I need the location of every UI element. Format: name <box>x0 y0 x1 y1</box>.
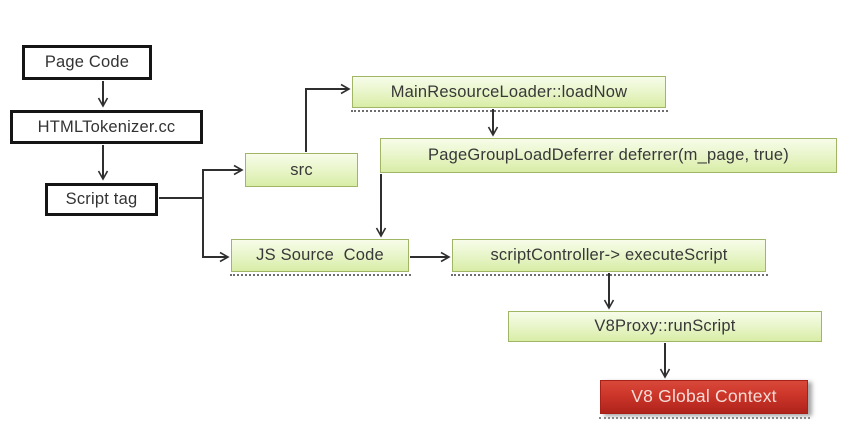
node-js-source-code: JS Source Code <box>230 239 411 276</box>
node-page-code: Page Code <box>22 45 152 80</box>
connector-scripttag-to-jssource <box>202 198 230 263</box>
node-script-controller: scriptController-> executeScript <box>451 239 768 276</box>
node-script-controller-label: scriptController-> executeScript <box>490 246 728 265</box>
node-v8-proxy-label: V8Proxy::runScript <box>594 317 736 336</box>
node-src: src <box>245 153 358 187</box>
node-script-tag-label: Script tag <box>65 190 138 209</box>
node-v8-global-context: V8 Global Context <box>599 380 810 419</box>
node-main-resource-loader: MainResourceLoader::loadNow <box>351 76 668 112</box>
node-page-group-load-deferrer: PageGroupLoadDeferrer deferrer(m_page, t… <box>380 138 837 173</box>
node-src-label: src <box>290 160 313 179</box>
node-page-code-label: Page Code <box>44 53 130 72</box>
node-main-resource-loader-label: MainResourceLoader::loadNow <box>390 82 628 101</box>
node-html-tokenizer-label: HTMLTokenizer.cc <box>37 117 176 136</box>
node-script-tag: Script tag <box>45 183 158 216</box>
connector-src-to-mainresourceloader <box>305 83 351 152</box>
node-v8-global-context-label: V8 Global Context <box>631 386 777 407</box>
node-html-tokenizer: HTMLTokenizer.cc <box>10 110 203 144</box>
node-v8-proxy: V8Proxy::runScript <box>508 311 822 342</box>
node-js-source-code-label: JS Source Code <box>256 246 384 265</box>
node-page-group-load-deferrer-label: PageGroupLoadDeferrer deferrer(m_page, t… <box>428 146 789 165</box>
connector-scripttag-to-src <box>159 164 244 199</box>
